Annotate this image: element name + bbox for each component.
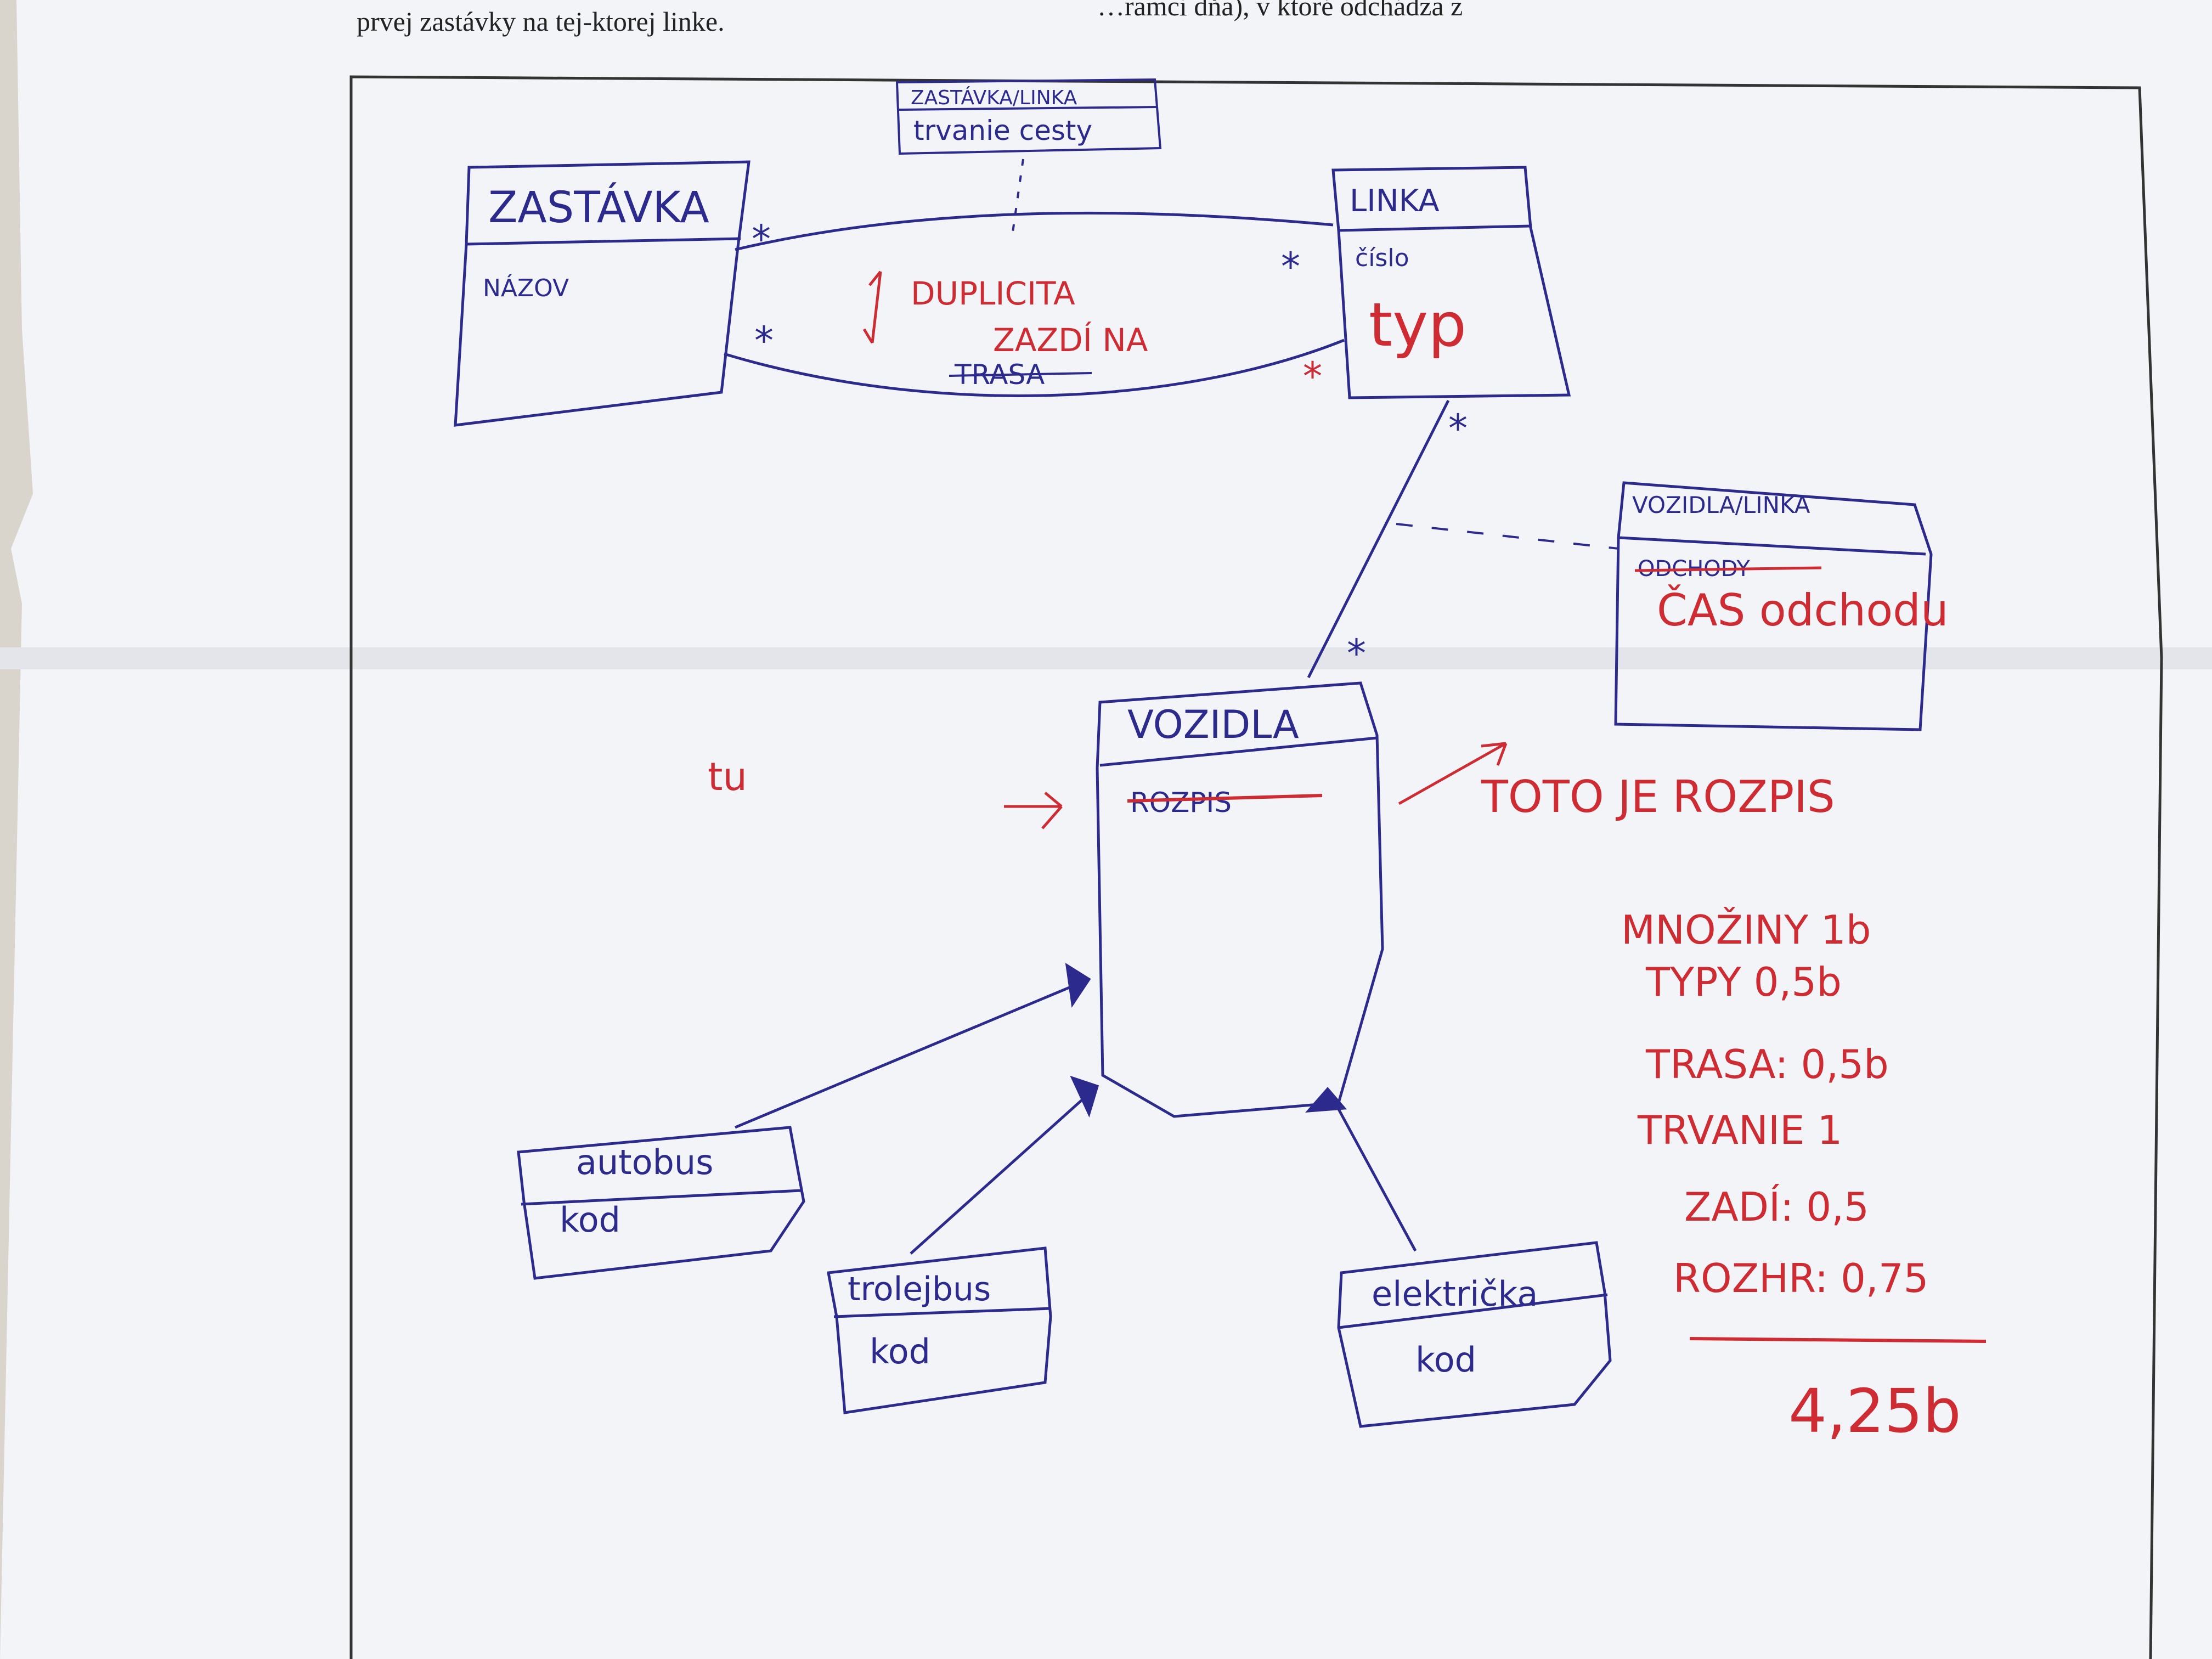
vozidla-attribute-struck: ROZPIS: [1130, 787, 1232, 819]
svg-text:*: *: [1448, 406, 1468, 451]
zastavka-title: ZASTÁVKA: [488, 182, 709, 233]
svg-text:*: *: [1303, 354, 1322, 399]
svg-text:*: *: [1347, 631, 1366, 676]
duplicity-note-line1: DUPLICITA: [911, 275, 1075, 312]
elektricka-title: električka: [1372, 1274, 1538, 1314]
linka-added-typ: typ: [1369, 290, 1466, 360]
grading-line-4: TRVANIE 1: [1637, 1107, 1842, 1153]
grading-line-6: ROZHR: 0,75: [1673, 1255, 1928, 1301]
svg-text:*: *: [754, 318, 774, 363]
printed-text-line1: …ramci dňa), v ktoré odchádza z: [1097, 0, 1463, 21]
assoc-zastavka-linka-attribute: trvanie cesty: [913, 115, 1092, 146]
rozpis-note: TOTO JE ROZPIS: [1481, 771, 1835, 822]
class-assoc-zastavka-linka: ZASTÁVKA/LINKA trvanie cesty: [895, 78, 1162, 155]
class-autobus: autobus kod: [517, 1126, 805, 1280]
inheritance-arrows: [735, 963, 1417, 1255]
grading-line-2: TYPY 0,5b: [1645, 959, 1842, 1005]
margin-mark-tu: tu: [708, 754, 747, 799]
svg-text:*: *: [1281, 244, 1300, 289]
svg-text:*: *: [752, 217, 771, 262]
autobus-attribute: kod: [560, 1200, 620, 1240]
class-elektricka: električka kod: [1337, 1241, 1612, 1428]
trolejbus-attribute: kod: [870, 1331, 930, 1372]
grading-notes: MNOŽINY 1b TYPY 0,5b TRASA: 0,5b TRVANIE…: [1621, 907, 1987, 1446]
trolejbus-title: trolejbus: [848, 1270, 991, 1308]
zastavka-attribute: NÁZOV: [483, 273, 569, 302]
class-trolejbus: trolejbus kod: [827, 1246, 1052, 1414]
elektricka-attribute: kod: [1415, 1340, 1476, 1380]
grading-line-5: ZADÍ: 0,5: [1684, 1184, 1869, 1230]
printed-text-line2: prvej zastávky na tej-ktorej linke.: [357, 6, 725, 37]
grading-line-3: TRASA: 0,5b: [1645, 1041, 1889, 1087]
multiplicities: * * * * * *: [752, 217, 1468, 676]
class-vozidla-linka: VOZIDLA/LINKA ODCHODY: [1614, 481, 1933, 731]
vozidla-title: VOZIDLA: [1127, 702, 1299, 747]
autobus-title: autobus: [576, 1142, 713, 1182]
multiplicity-mark-red: *: [1303, 354, 1322, 399]
linka-title: LINKA: [1350, 183, 1440, 219]
grading-total: 4,25b: [1788, 1376, 1961, 1446]
vozidla-linka-added-cas: ČAS odchodu: [1657, 584, 1949, 636]
class-linka: LINKA číslo: [1331, 166, 1571, 399]
red-corrections: typ DUPLICITA ZAZDÍ NA ČAS odchodu TOTO …: [708, 270, 1949, 830]
association-ellipse: [724, 211, 1345, 397]
duplicity-note-line2: ZAZDÍ NA: [993, 321, 1148, 359]
class-zastavka: ZASTÁVKA NÁZOV: [454, 160, 751, 427]
linka-attribute: číslo: [1355, 244, 1409, 272]
assoc-zastavka-linka-title: ZASTÁVKA/LINKA: [911, 86, 1077, 109]
printed-frame: [349, 75, 2163, 1659]
grading-line-1: MNOŽINY 1b: [1621, 907, 1871, 953]
vozidla-linka-title: VOZIDLA/LINKA: [1632, 492, 1810, 518]
association-linka-vozidla: [1307, 399, 1450, 679]
